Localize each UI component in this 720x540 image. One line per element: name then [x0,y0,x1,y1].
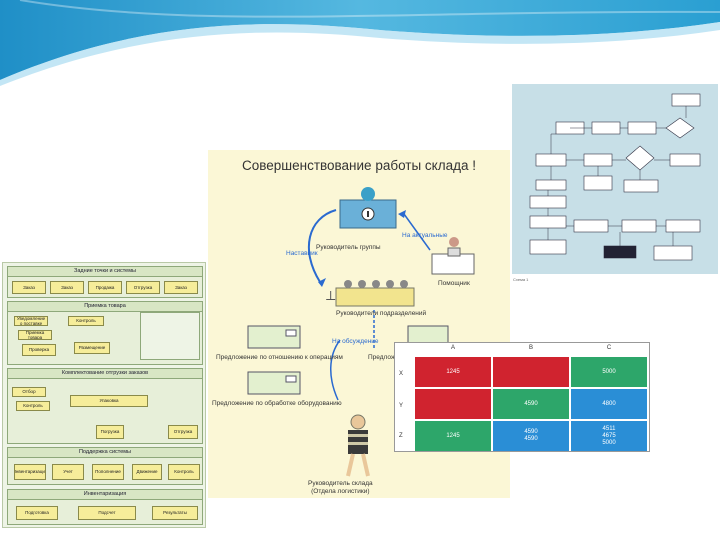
process-box: Подсчет [78,506,136,520]
arrow-left [307,209,337,283]
section-title: Комплектование отгрузки заказов [8,369,202,379]
diagram-graphics: ⟂ [247,187,475,477]
row-header: Z [399,433,403,439]
process-box: Контроль [68,316,104,326]
label-arrow-left: Наставник [286,250,318,257]
process-box: Контроль [16,401,50,411]
label-warehouse-head: Руководитель склада (Отдела логистики) [308,480,373,495]
proposal-document-1 [247,325,301,349]
warehouse-improvement-diagram: Совершенствование работы склада ! [208,150,510,498]
process-box: Погрузка [96,425,124,439]
section-3: Комплектование отгрузки заказов Отбор Ко… [7,368,203,444]
process-box: Проверка [22,344,56,356]
process-box: Заказ [12,281,46,294]
flowchart-caption: Схема 1 [513,277,529,282]
color-matrix: A B C X Y Z 1245 5000 4590 4800 1245 459… [394,342,650,452]
label-head-manager: Руководитель группы [316,244,381,251]
process-box: Упаковка [70,395,148,407]
column-header: C [606,345,612,351]
section-4: Поддержка системы Инвентаризация Учет По… [7,447,203,485]
row-header: Y [399,403,404,409]
column-header: A [450,345,455,351]
matrix-cell [493,357,569,387]
label-proposal-3: Предложен [368,354,403,361]
svg-text:⟂: ⟂ [326,287,336,303]
matrix-cell: 1245 [415,421,491,451]
matrix-cell: 4590 [493,389,569,419]
matrix-cell: 4800 [571,389,647,419]
process-box: Контроль [168,464,200,480]
head-manager-figure [339,187,397,229]
process-box: Отбор [12,387,46,397]
process-flowchart [512,84,718,274]
matrix-cell [415,389,491,419]
managers-table: ⟂ [326,280,415,307]
process-box: Приемка товара [18,330,52,340]
section-5: Инвентаризация Подготовка Подсчет Резуль… [7,489,203,525]
process-hierarchy-diagram: Задние точки и системы Заказ Заказ Прода… [2,262,206,528]
process-box: Заказ [50,281,84,294]
assistant-figure [431,237,475,275]
header-wave-decoration [0,0,720,86]
matrix-cell: 4590 4590 [493,421,569,451]
label-proposal-1: Предложение по отношению к операциям [216,354,343,361]
process-box: Подготовка [16,506,58,520]
proposal-document-2 [247,371,301,395]
label-proposal-2: Предложение по обработке оборудованию [212,400,342,407]
label-arrow-down: На обсуждение [332,338,379,345]
section-title: Приемка товара [8,302,202,312]
flowchart-graphics [529,93,701,261]
column-header: B [528,345,533,351]
process-box: Движение [132,464,162,480]
matrix-cell: 5000 [571,357,647,387]
warehouse-head-figure [346,414,370,477]
process-box: Результаты [152,506,198,520]
section-title: Задние точки и системы [8,267,202,277]
section-2: Приемка товара Уведомление о поставке Пр… [7,301,203,365]
process-box: Уведомление о поставке [14,316,48,326]
process-box: Размещение [74,342,110,354]
process-box: Учет [52,464,84,480]
arrow-right [403,213,431,251]
process-box: Заказ [164,281,198,294]
process-box: Продажа [88,281,122,294]
diagram-title: Совершенствование работы склада ! [241,158,476,173]
label-assistant: Помощник [438,280,470,287]
process-box: Инвентаризация [14,464,46,480]
matrix-cell: 4511 4675 5000 [571,421,647,451]
row-header: X [399,371,404,377]
subsection-box [140,312,200,360]
label-managers: Руководители подразделений [336,310,427,317]
label-arrow-right: На актуальные [402,232,448,239]
section-1: Задние точки и системы Заказ Заказ Прода… [7,266,203,298]
process-box: Отгрузка [126,281,160,294]
section-title: Инвентаризация [8,490,202,500]
process-box: Отгрузка [168,425,198,439]
process-box: Пополнение [92,464,124,480]
section-title: Поддержка системы [8,448,202,458]
matrix-cell: 1245 [415,357,491,387]
